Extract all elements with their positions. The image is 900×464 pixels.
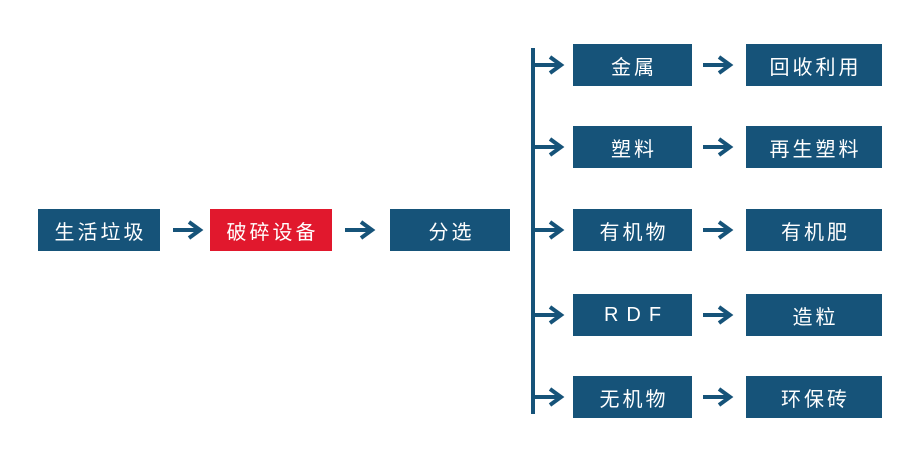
arrow-right-icon bbox=[703, 387, 734, 407]
node-organics: 有机物 bbox=[573, 209, 692, 251]
branch-row-metal: 金属 回收利用 bbox=[0, 44, 900, 86]
arrow-right-icon bbox=[703, 220, 734, 240]
arrow-right-icon bbox=[533, 220, 565, 240]
node-metal: 金属 bbox=[573, 44, 692, 86]
arrow-right-icon bbox=[533, 137, 565, 157]
branch-row-inorganics: 无机物 环保砖 bbox=[0, 376, 900, 418]
node-organic-fertilizer: 有机肥 bbox=[746, 209, 882, 251]
arrow-right-icon bbox=[533, 55, 565, 75]
node-recycled-plastic: 再生塑料 bbox=[746, 126, 882, 168]
node-sorting: 分选 bbox=[390, 209, 510, 251]
arrow-right-icon bbox=[533, 305, 565, 325]
node-household-waste: 生活垃圾 bbox=[38, 209, 160, 251]
branch-row-rdf: RDF 造粒 bbox=[0, 294, 900, 336]
node-recycling: 回收利用 bbox=[746, 44, 882, 86]
arrow-right-icon bbox=[345, 220, 376, 240]
main-flow-row: 生活垃圾 破碎设备 分选 bbox=[0, 209, 900, 251]
branch-row-organics: 有机物 有机肥 bbox=[0, 209, 900, 251]
node-shredder: 破碎设备 bbox=[210, 209, 332, 251]
arrow-right-icon bbox=[703, 305, 734, 325]
branch-row-plastic: 塑料 再生塑料 bbox=[0, 126, 900, 168]
node-granulation: 造粒 bbox=[746, 294, 882, 336]
node-eco-brick: 环保砖 bbox=[746, 376, 882, 418]
arrow-right-icon bbox=[703, 137, 734, 157]
node-plastic: 塑料 bbox=[573, 126, 692, 168]
node-inorganics: 无机物 bbox=[573, 376, 692, 418]
arrow-right-icon bbox=[533, 387, 565, 407]
arrow-right-icon bbox=[173, 220, 204, 240]
node-rdf: RDF bbox=[573, 294, 692, 336]
arrow-right-icon bbox=[703, 55, 734, 75]
